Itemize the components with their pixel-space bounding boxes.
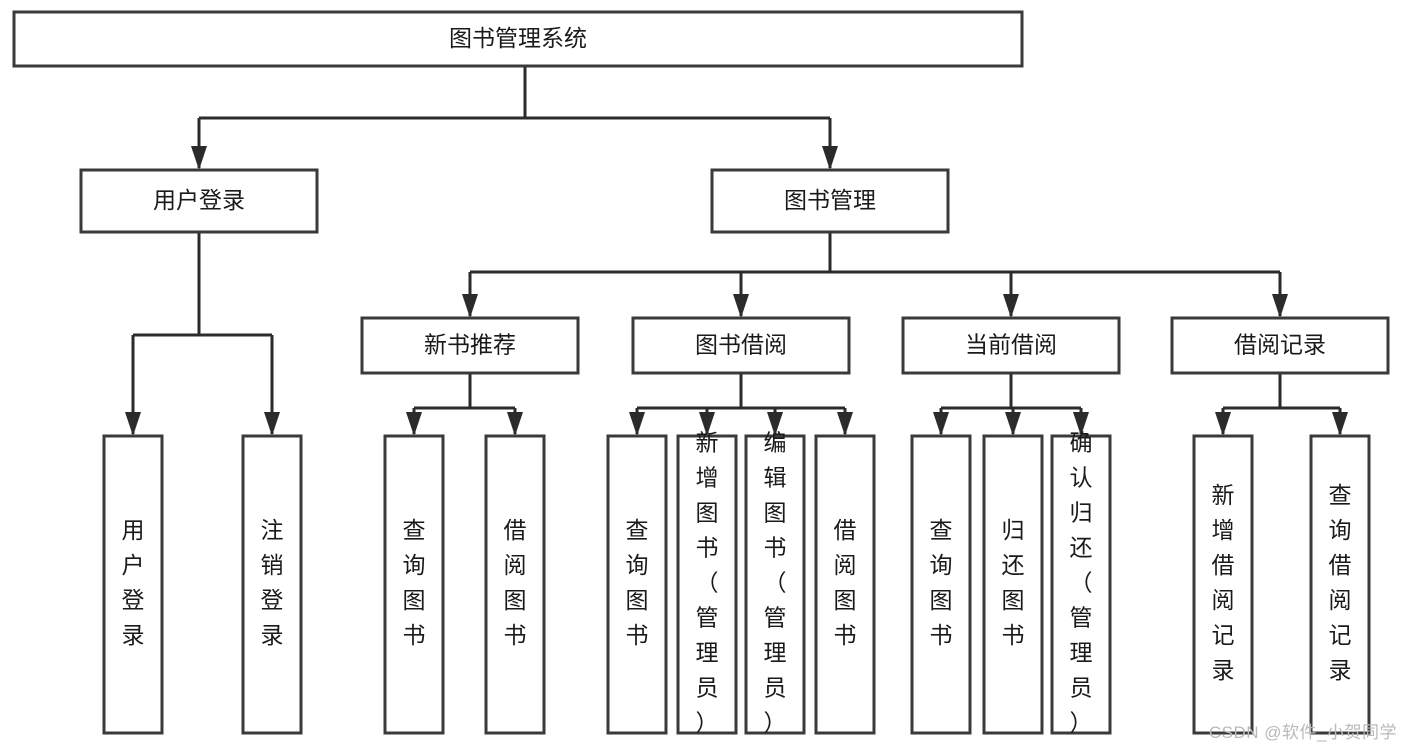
node-label: 新书推荐 bbox=[424, 332, 516, 358]
node-label: 查询图书 bbox=[930, 517, 953, 648]
arrow-to-book-borrow bbox=[733, 294, 749, 318]
arrow-to-leaf-query-book-brw bbox=[629, 412, 645, 436]
node-leaf-edit-book[interactable]: 编辑图书（管理员） bbox=[744, 430, 806, 736]
arrow-to-leaf-logout bbox=[264, 412, 280, 436]
node-label: 注销登录 bbox=[261, 517, 284, 648]
node-box[interactable] bbox=[901, 316, 1121, 375]
arrow-to-book-manage bbox=[822, 146, 838, 170]
node-leaf-query-book-brw[interactable]: 查询图书 bbox=[606, 434, 668, 735]
node-box[interactable] bbox=[676, 434, 738, 735]
node-user-login[interactable]: 用户登录 bbox=[79, 168, 319, 234]
node-box[interactable] bbox=[1170, 316, 1390, 375]
node-leaf-borrow-book-brw[interactable]: 借阅图书 bbox=[814, 434, 876, 735]
node-leaf-confirm-return[interactable]: 确认归还（管理员） bbox=[1050, 430, 1112, 736]
arrow-to-leaf-query-book-rec bbox=[406, 412, 422, 436]
arrow-to-leaf-query-book-cur bbox=[933, 412, 949, 436]
node-label: 编辑图书（管理员） bbox=[764, 430, 787, 736]
node-box[interactable] bbox=[744, 434, 806, 735]
node-leaf-borrow-book-rec[interactable]: 借阅图书 bbox=[484, 434, 546, 735]
node-book-borrow[interactable]: 图书借阅 bbox=[631, 316, 851, 375]
node-label: 借阅图书 bbox=[834, 517, 857, 648]
node-leaf-user-login[interactable]: 用户登录 bbox=[102, 434, 164, 735]
node-root[interactable]: 图书管理系统 bbox=[12, 10, 1024, 68]
node-box[interactable] bbox=[1192, 434, 1254, 735]
arrow-to-leaf-add-book bbox=[699, 412, 715, 436]
node-leaf-logout[interactable]: 注销登录 bbox=[241, 434, 303, 735]
node-label: 新增图书（管理员） bbox=[696, 430, 719, 736]
node-label: 用户登录 bbox=[153, 187, 245, 213]
node-label: 图书管理系统 bbox=[449, 25, 587, 51]
node-box[interactable] bbox=[1050, 434, 1112, 735]
node-label: 借阅记录 bbox=[1234, 332, 1326, 358]
node-borrow-record[interactable]: 借阅记录 bbox=[1170, 316, 1390, 375]
node-box[interactable] bbox=[79, 168, 319, 234]
node-label: 查询借阅记录 bbox=[1329, 482, 1352, 683]
node-book-manage[interactable]: 图书管理 bbox=[710, 168, 950, 234]
node-new-book-recommend[interactable]: 新书推荐 bbox=[360, 316, 580, 375]
node-label: 图书管理 bbox=[784, 187, 876, 213]
node-label: 查询图书 bbox=[626, 517, 649, 648]
node-leaf-query-record[interactable]: 查询借阅记录 bbox=[1309, 434, 1371, 735]
node-leaf-query-book-cur[interactable]: 查询图书 bbox=[910, 434, 972, 735]
arrow-to-user-login bbox=[191, 146, 207, 170]
node-box[interactable] bbox=[631, 316, 851, 375]
node-box[interactable] bbox=[606, 434, 668, 735]
node-label: 用户登录 bbox=[122, 517, 145, 648]
node-leaf-query-book-rec[interactable]: 查询图书 bbox=[383, 434, 445, 735]
connector-layer bbox=[125, 66, 1348, 436]
node-label: 当前借阅 bbox=[965, 332, 1057, 358]
node-leaf-add-record[interactable]: 新增借阅记录 bbox=[1192, 434, 1254, 735]
arrow-to-current-borrow bbox=[1003, 294, 1019, 318]
node-current-borrow[interactable]: 当前借阅 bbox=[901, 316, 1121, 375]
arrow-to-leaf-confirm-return bbox=[1073, 412, 1089, 436]
csdn-watermark: CSDN @软件_小贺同学 bbox=[1208, 723, 1397, 742]
arrow-to-leaf-borrow-book-rec bbox=[507, 412, 523, 436]
node-box[interactable] bbox=[710, 168, 950, 234]
node-leaf-add-book[interactable]: 新增图书（管理员） bbox=[676, 430, 738, 736]
node-label: 归还图书 bbox=[1002, 517, 1025, 648]
node-box[interactable] bbox=[12, 10, 1024, 68]
node-label: 借阅图书 bbox=[504, 517, 527, 648]
node-label: 查询图书 bbox=[403, 517, 426, 648]
node-box[interactable] bbox=[982, 434, 1044, 735]
node-box[interactable] bbox=[910, 434, 972, 735]
arrow-to-leaf-add-record bbox=[1215, 412, 1231, 436]
arrow-to-leaf-query-record bbox=[1332, 412, 1348, 436]
node-label: 新增借阅记录 bbox=[1212, 482, 1235, 683]
node-box[interactable] bbox=[241, 434, 303, 735]
node-box[interactable] bbox=[1309, 434, 1371, 735]
arrow-to-borrow-record bbox=[1272, 294, 1288, 318]
arrow-to-leaf-borrow-book-brw bbox=[837, 412, 853, 436]
arrow-to-leaf-return-book bbox=[1005, 412, 1021, 436]
node-box[interactable] bbox=[102, 434, 164, 735]
node-box[interactable] bbox=[484, 434, 546, 735]
arrow-to-leaf-user-login bbox=[125, 412, 141, 436]
node-box[interactable] bbox=[360, 316, 580, 375]
node-leaf-return-book[interactable]: 归还图书 bbox=[982, 434, 1044, 735]
node-label: 图书借阅 bbox=[695, 332, 787, 358]
node-label: 确认归还（管理员） bbox=[1070, 430, 1093, 736]
arrow-to-leaf-edit-book bbox=[767, 412, 783, 436]
node-box[interactable] bbox=[814, 434, 876, 735]
node-layer: 图书管理系统用户登录图书管理新书推荐图书借阅当前借阅借阅记录用户登录注销登录查询… bbox=[12, 10, 1390, 736]
arrow-to-new-book-recommend bbox=[462, 294, 478, 318]
node-box[interactable] bbox=[383, 434, 445, 735]
